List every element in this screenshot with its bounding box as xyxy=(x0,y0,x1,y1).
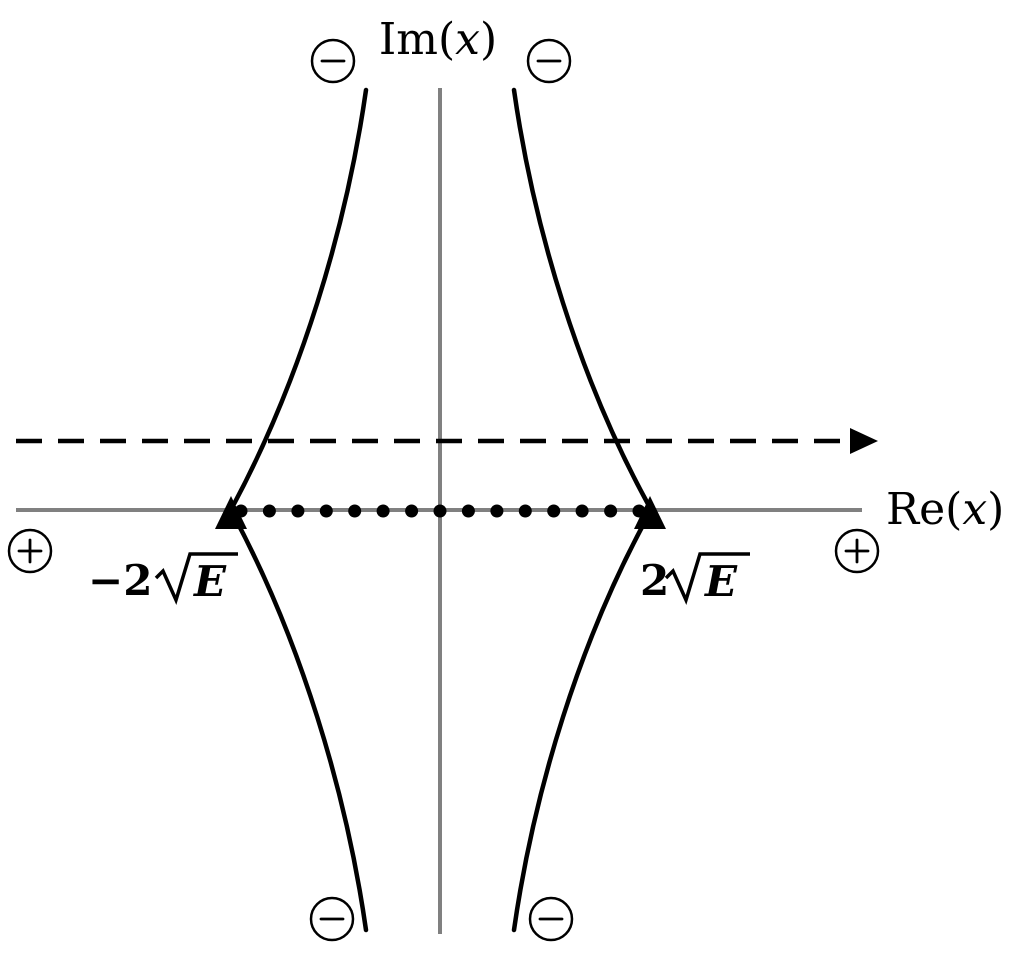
turning-point-right-marker xyxy=(634,496,666,529)
plus-sign-right xyxy=(834,528,880,574)
branch-cut-dot xyxy=(291,504,305,518)
branch-cut-dotted xyxy=(234,504,646,518)
turning-point-left-label: −2 E xyxy=(88,552,238,606)
radical-sign xyxy=(664,552,750,605)
imaginary-axis-label: Im(x) xyxy=(379,14,497,65)
stokes-curve-lower-right xyxy=(511,513,651,933)
branch-cut-dot xyxy=(490,504,504,518)
real-axis-label: Re(x) xyxy=(886,484,1004,535)
branch-cut-dot xyxy=(405,504,419,518)
svg-text:E: E xyxy=(704,557,738,606)
branch-cut-dot xyxy=(461,504,475,518)
branch-cut-dot xyxy=(376,504,390,518)
branch-cut-dot xyxy=(348,504,362,518)
svg-text:2: 2 xyxy=(640,556,669,605)
svg-text:−2: −2 xyxy=(88,556,152,605)
plus-sign-left xyxy=(7,528,53,574)
minus-sign-bottom-left xyxy=(309,896,355,942)
stokes-curve-upper-right xyxy=(511,87,651,507)
svg-text:E: E xyxy=(193,557,227,606)
minus-sign-bottom-right xyxy=(528,896,574,942)
branch-cut-dot xyxy=(575,504,589,518)
branch-cut-dot xyxy=(319,504,333,518)
branch-cut-dot xyxy=(547,504,561,518)
stokes-curve-lower-left xyxy=(231,513,369,933)
branch-cut-dot xyxy=(518,504,532,518)
branch-cut-dot xyxy=(262,504,276,518)
branch-cut-dot xyxy=(604,504,618,518)
minus-sign-top-right xyxy=(526,38,572,84)
radical-sign xyxy=(154,552,238,605)
contour-arrowhead xyxy=(850,428,878,454)
branch-cut-dot xyxy=(433,504,447,518)
stokes-curve-upper-left xyxy=(231,87,369,507)
turning-point-left-marker xyxy=(215,496,247,529)
minus-sign-top-left xyxy=(310,38,356,84)
turning-point-right-label: 2 E xyxy=(640,552,750,606)
